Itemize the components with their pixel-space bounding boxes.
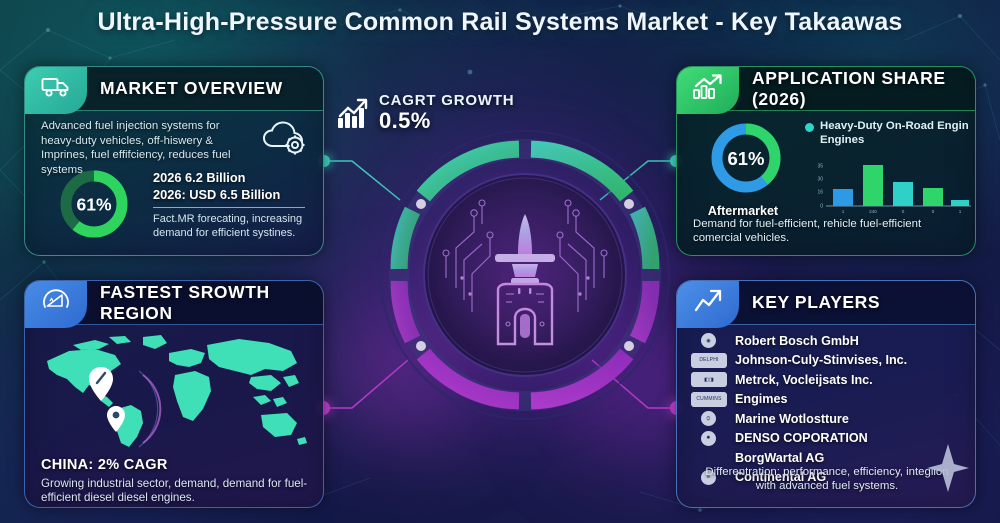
market-overview-stats: 2026 6.2 Billion 2026: USD 6.5 Billion F… [153, 169, 315, 241]
list-item[interactable]: ✹ DENSO COPORATION [691, 429, 967, 449]
xtick-1: 1 [842, 209, 845, 214]
cagr-growth-block: CAGRT GROWTH 0.5% [336, 92, 514, 133]
bar-chart-growth-icon [677, 67, 739, 114]
player-name: DENSO COPORATION [735, 431, 868, 446]
list-item[interactable]: ⛭ Marine Wotlostture [691, 409, 967, 429]
center-hub [348, 98, 702, 452]
world-map [47, 335, 307, 448]
player-name: Engimes [735, 392, 788, 407]
fastest-growth-header: FASTEST SROWTH REGION [25, 281, 323, 328]
denso-logo: ✹ [701, 430, 716, 446]
xtick-4: 0 [932, 209, 935, 214]
cloud-gear-icon [261, 119, 309, 164]
market-overview-note: Fact.MR forecating, increasing demand fo… [153, 213, 303, 239]
market-overview-stat-2: 2026: USD 6.5 Billion [153, 187, 281, 202]
card-fastest-growth-region: FASTEST SROWTH REGION [24, 280, 324, 508]
key-players-header: KEY PLAYERS [677, 281, 975, 328]
chart-growth-icon [338, 98, 368, 128]
application-share-donut-caption: Aftermarket [707, 204, 779, 218]
sparkle-icon [925, 442, 971, 499]
cagr-value: 0.5% [379, 108, 431, 133]
truck-icon [25, 67, 87, 114]
application-share-body: APPLICATION SHARE (2026) 61% Aftermarket… [676, 66, 976, 256]
xtick-2: 240 [869, 209, 877, 214]
cagr-label: CAGRT GROWTH [379, 92, 515, 109]
fastest-growth-body: FASTEST SROWTH REGION [24, 280, 324, 508]
marine-logo: ⛭ [701, 411, 716, 427]
divider [153, 207, 305, 209]
player-name: BorgWartal AG [735, 450, 825, 465]
bar-3 [893, 182, 913, 206]
market-overview-title: MARKET OVERVIEW [100, 78, 283, 98]
continental-logo: ≋ [701, 469, 716, 485]
market-overview-description: Advanced fuel injection systems for heav… [41, 120, 231, 176]
player-name: Metrck, Vocleijsats Inc. [735, 372, 873, 387]
ytick-30: 30 [817, 177, 823, 183]
fastest-growth-description: Growing industrial sector, demand, deman… [41, 477, 308, 505]
bars [833, 165, 969, 206]
card-application-share: APPLICATION SHARE (2026) 61% Aftermarket… [676, 66, 976, 256]
card-market-overview: MARKET OVERVIEW Advanced fuel injection … [24, 66, 324, 256]
gauge-icon [25, 281, 87, 328]
application-share-donut-value: 61% [727, 148, 764, 169]
list-item[interactable]: CUMMINS Engimes [691, 390, 967, 410]
fastest-growth-headline: CHINA: 2% CAGR [41, 457, 168, 473]
legend-label: Heavy-Duty On-Road Engin Engines [820, 120, 969, 146]
hub-glow [348, 98, 702, 452]
key-players-footer: Differentration: performance, efficiency… [705, 466, 949, 492]
xtick-3: 0 [902, 209, 905, 214]
player-name: Continental AG [735, 470, 827, 485]
application-share-bar-chart: 35 30 16 0 1 240 0 0 1 [817, 164, 971, 214]
bar-1 [833, 189, 853, 206]
fastest-growth-title: FASTEST SROWTH REGION [100, 281, 270, 323]
bar-2 [863, 165, 883, 206]
legend-color-swatch [805, 123, 814, 132]
list-item[interactable]: ◉ Robert Bosch GmbH [691, 331, 967, 351]
market-overview-donut-value: 61% [76, 195, 111, 215]
bar-5 [951, 200, 969, 206]
fuel-injector-icon [495, 214, 555, 346]
key-players-list: ◉ Robert Bosch GmbH DELPHI Johnson-Culy-… [691, 331, 967, 487]
list-item[interactable]: DELPHI Johnson-Culy-Stinvises, Inc. [691, 351, 967, 371]
player-name: Marine Wotlostture [735, 411, 849, 426]
card-key-players: KEY PLAYERS ◉ Robert Bosch GmbH DELPHI J… [676, 280, 976, 508]
player-name: Johnson-Culy-Stinvises, Inc. [735, 353, 908, 368]
list-item[interactable]: ◧◨ Metrck, Vocleijsats Inc. [691, 370, 967, 390]
ytick-16: 16 [817, 190, 823, 196]
location-pin-icon-1 [89, 367, 113, 401]
application-share-header: APPLICATION SHARE (2026) [677, 67, 975, 114]
bar-4 [923, 188, 943, 206]
xtick-5: 1 [959, 209, 962, 214]
application-share-title: APPLICATION SHARE (2026) [752, 67, 946, 109]
location-pin-icon-2 [107, 406, 125, 432]
application-share-donut: 61% [711, 123, 781, 193]
application-share-donut-wrap: 61% Aftermarket [693, 119, 793, 218]
trend-arrow-icon [677, 281, 739, 328]
key-players-title: KEY PLAYERS [752, 292, 881, 312]
application-share-footer: Demand for fuel-efficient, rehicle fuel-… [693, 218, 922, 244]
player-name: Robert Bosch GmbH [735, 333, 859, 348]
ytick-35: 35 [817, 164, 823, 170]
market-overview-donut: 61% [60, 170, 128, 238]
application-share-legend: Heavy-Duty On-Road Engin Engines [805, 120, 973, 147]
market-overview-stat-1: 2026 6.2 Billion [153, 170, 246, 185]
ytick-0: 0 [820, 204, 823, 210]
cummins-logo: CUMMINS [691, 391, 727, 407]
no-logo [701, 450, 716, 465]
key-players-body: KEY PLAYERS ◉ Robert Bosch GmbH DELPHI J… [676, 280, 976, 508]
list-item[interactable]: BorgWartal AG [691, 448, 967, 468]
list-item[interactable]: ≋ Continental AG [691, 468, 967, 488]
delphi-logo: DELPHI [691, 352, 727, 368]
market-overview-header: MARKET OVERVIEW [25, 67, 323, 114]
generic-logo: ◧◨ [691, 372, 727, 388]
bosch-logo: ◉ [701, 333, 716, 349]
market-overview-body: MARKET OVERVIEW Advanced fuel injection … [24, 66, 324, 256]
page-title: Ultra-High-Pressure Common Rail Systems … [97, 8, 903, 36]
